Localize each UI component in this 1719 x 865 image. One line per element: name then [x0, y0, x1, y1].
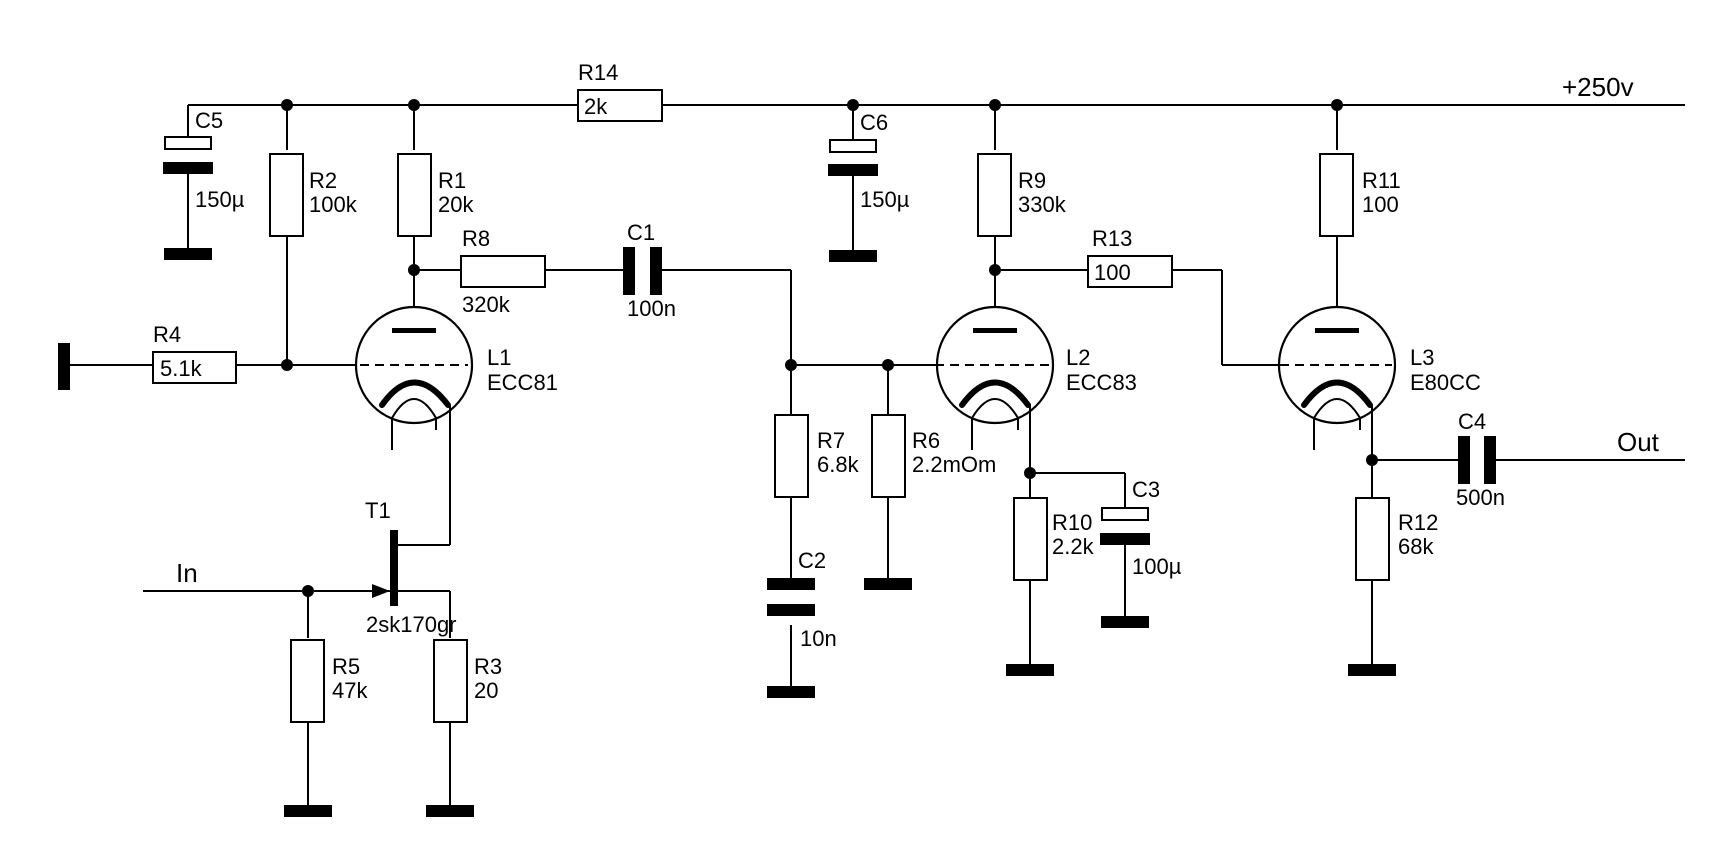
r2-value: 100k	[309, 192, 358, 217]
c4-value: 500n	[1456, 485, 1505, 510]
tube-l2	[935, 305, 1055, 450]
capacitor-c6	[828, 139, 878, 176]
r9-name: R9	[1018, 168, 1046, 193]
junctions	[281, 99, 1378, 597]
tube-l3	[1277, 305, 1397, 450]
ground-symbol	[767, 686, 815, 698]
r11-value: 100	[1362, 192, 1399, 217]
wires	[70, 104, 1685, 805]
l2-type: ECC83	[1066, 370, 1137, 395]
r3-value: 20	[474, 678, 498, 703]
capacitor-c2	[767, 578, 815, 616]
l2-name: L2	[1066, 345, 1090, 370]
r1-value: 20k	[438, 192, 474, 217]
resistor-r4	[152, 351, 237, 384]
r12-value: 68k	[1398, 534, 1434, 559]
r13-value: 100	[1094, 260, 1131, 285]
resistor-r11	[1319, 153, 1354, 237]
c3-value: 100µ	[1132, 554, 1182, 579]
r8-name: R8	[462, 226, 490, 251]
capacitor-c5	[163, 136, 213, 174]
capacitor-c4	[1458, 436, 1496, 484]
l3-type: E80CC	[1410, 370, 1481, 395]
ground-symbol	[284, 805, 332, 817]
c6-name: C6	[860, 110, 888, 135]
r1-name: R1	[438, 168, 466, 193]
resistor-r13	[1087, 255, 1173, 288]
ground-symbol	[58, 343, 70, 390]
ground-symbol	[164, 248, 212, 260]
c3-name: C3	[1132, 477, 1160, 502]
resistor-r3	[433, 639, 468, 723]
resistors	[152, 89, 1390, 723]
supply-label: +250v	[1562, 72, 1634, 102]
resistor-r1	[397, 153, 432, 237]
r4-value: 5.1k	[160, 356, 203, 381]
ground-symbol	[426, 805, 474, 817]
capacitor-c3	[1100, 507, 1150, 545]
c1-name: C1	[627, 220, 655, 245]
resistor-r12	[1355, 497, 1390, 581]
input-label: In	[176, 558, 198, 588]
resistor-r9	[977, 153, 1012, 237]
r3-name: R3	[474, 654, 502, 679]
capacitors	[163, 136, 1496, 616]
ground-symbol	[1101, 616, 1149, 628]
tube-l1	[354, 305, 474, 450]
r6-value: 2.2mOm	[912, 452, 996, 477]
c4-name: C4	[1458, 409, 1486, 434]
r7-value: 6.8k	[817, 452, 860, 477]
capacitor-c1	[623, 247, 662, 295]
l3-name: L3	[1410, 345, 1434, 370]
l1-name: L1	[487, 345, 511, 370]
r5-name: R5	[332, 654, 360, 679]
r10-value: 2.2k	[1052, 534, 1095, 559]
resistor-r14	[577, 89, 663, 122]
output-label: Out	[1617, 427, 1660, 457]
c5-name: C5	[195, 108, 223, 133]
r12-name: R12	[1398, 510, 1438, 535]
c5-value: 150µ	[195, 187, 245, 212]
c2-value: 10n	[800, 626, 837, 651]
r10-name: R10	[1052, 510, 1092, 535]
ground-symbol	[1006, 664, 1054, 676]
r5-value: 47k	[332, 678, 368, 703]
ground-symbol	[864, 578, 912, 590]
r9-value: 330k	[1018, 192, 1067, 217]
ground-symbol	[1348, 664, 1396, 676]
r6-name: R6	[912, 428, 940, 453]
r14-value: 2k	[584, 94, 608, 119]
r14-name: R14	[578, 60, 618, 85]
ground-symbol	[829, 250, 877, 262]
t1-type: 2sk170gr	[366, 612, 457, 637]
transistor-t1	[372, 530, 398, 606]
t1-name: T1	[365, 498, 391, 523]
r8-value: 320k	[462, 292, 511, 317]
resistor-r5	[290, 639, 325, 723]
r4-name: R4	[153, 322, 181, 347]
grounds	[58, 248, 1396, 817]
l1-type: ECC81	[487, 370, 558, 395]
r2-name: R2	[309, 168, 337, 193]
r11-name: R11	[1362, 168, 1401, 193]
labels: +250v In Out R14 2k C5 150µ R2 100k R1 2…	[153, 60, 1660, 703]
c2-name: C2	[798, 548, 826, 573]
resistor-r2	[269, 153, 304, 237]
c1-value: 100n	[627, 296, 676, 321]
c6-value: 150µ	[860, 187, 910, 212]
resistor-r6	[871, 414, 906, 498]
resistor-r8	[460, 255, 546, 288]
resistor-r10	[1013, 497, 1048, 581]
r7-name: R7	[817, 428, 845, 453]
resistor-r7	[774, 414, 809, 498]
r13-name: R13	[1092, 226, 1132, 251]
